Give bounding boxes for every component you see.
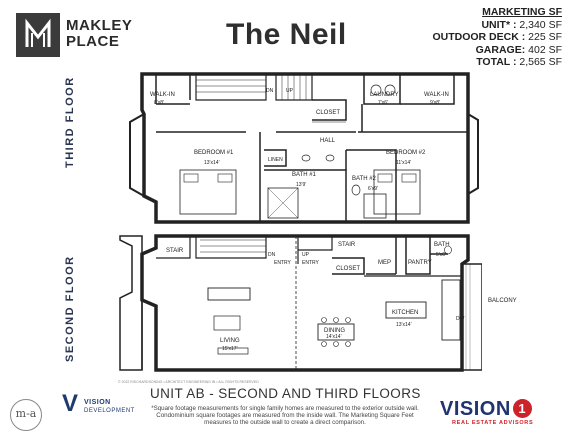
dining-label: DINING <box>324 328 345 334</box>
laundry-dim: 7'x6' <box>378 100 388 106</box>
dining-dim: 14'x14' <box>326 334 342 340</box>
second-floor-label: SECOND FLOOR <box>64 255 76 362</box>
vision-1-icon: 1 <box>512 399 532 418</box>
bedroom1-label: BEDROOM #1 <box>194 150 234 156</box>
pantry-label: PANTRY <box>408 260 432 266</box>
marketing-specs: MARKETING SF UNIT* : 2,340 SF OUTDOOR DE… <box>432 6 562 69</box>
stair-left-label: STAIR <box>166 248 184 254</box>
stair-right-label: STAIR <box>338 242 356 248</box>
entry2-label: ENTRY <box>302 260 320 266</box>
shower2-icon <box>363 193 387 219</box>
spec-row: GARAGE: 402 SF <box>475 43 562 56</box>
kitchen-label: KITCHEN <box>392 310 418 316</box>
ma-logo-icon: m-a <box>10 399 42 431</box>
unit-title: UNIT AB - SECOND AND THIRD FLOORS <box>150 386 421 401</box>
bed-2-icon <box>373 169 421 215</box>
living-dim: 15'x17' <box>222 346 238 352</box>
bath-label: BATH <box>434 242 450 248</box>
bedroom1-dim: 13'x14' <box>204 160 220 166</box>
spec-row: OUTDOOR DECK : 225 SF <box>432 31 562 43</box>
footnote: *Square footage measurements for single … <box>151 405 419 427</box>
dn2-label: DN <box>268 252 276 258</box>
entry-label: ENTRY <box>274 260 292 266</box>
copyright-text: © 2022 RISCHARDSONING • ARCHITECT ENGINE… <box>118 380 259 384</box>
kitchen-dim: 13'x14' <box>396 322 412 328</box>
closet-label: CLOSET <box>316 110 340 116</box>
living-label: LIVING <box>220 338 240 344</box>
dining-table-icon <box>317 323 355 341</box>
walkin-right-dim: 9'x8' <box>430 100 440 106</box>
shower-icon <box>267 187 299 219</box>
vision-development-logo: V VISION DEVELOPMENT <box>62 390 135 417</box>
up-label: UP <box>286 88 294 94</box>
spec-row: UNIT* : 2,340 SF <box>481 18 562 31</box>
walkin-left-dim: 8'x8' <box>154 100 164 106</box>
dw-label: DW <box>456 316 465 322</box>
closet2-label: CLOSET <box>336 266 360 272</box>
specs-header: MARKETING SF <box>482 6 562 18</box>
second-floor-outline <box>140 234 470 372</box>
balcony-text: BALCONY <box>488 298 517 304</box>
mep-label: MEP <box>378 260 391 266</box>
bedroom2-label: BEDROOM #2 <box>386 150 426 156</box>
sofa-icon <box>207 287 251 301</box>
bedroom2-dim: 11'x14' <box>396 160 411 166</box>
dn-label: DN <box>266 88 274 94</box>
floor-plan: WALK-IN 8'x8' DN UP CLOSET LAUNDRY 7'x6'… <box>96 70 482 390</box>
brand-line1: MAKLEY <box>66 17 133 34</box>
brand-line2: PLACE <box>66 33 120 50</box>
bath2-dim: 6'x9' <box>368 186 378 192</box>
bath-dim: 5'x6' <box>436 252 446 258</box>
spec-row: TOTAL : 2,565 SF <box>476 56 562 68</box>
bath2-label: BATH #2 <box>352 176 377 182</box>
vision1-subtitle: REAL ESTATE ADVISORS <box>452 420 534 426</box>
page-title: The Neil <box>226 18 347 51</box>
laundry-label: LAUNDRY <box>370 92 399 98</box>
walkin-left-label: WALK-IN <box>150 92 175 98</box>
v-logo-icon: V <box>62 390 79 417</box>
makley-logo-icon <box>16 13 60 57</box>
bath1-label: BATH #1 <box>292 172 317 178</box>
walkin-right-label: WALK-IN <box>424 92 449 98</box>
third-floor-outline <box>140 72 470 224</box>
bath1-dim: 13'9' <box>296 182 306 188</box>
bed-1-icon <box>179 169 237 215</box>
up2-label: UP <box>302 252 310 258</box>
hall-label: HALL <box>320 138 336 144</box>
linen-label: LINEN <box>268 157 283 163</box>
third-floor-label: THIRD FLOOR <box>64 76 76 168</box>
brand-name: MAKLEY PLACE <box>66 18 132 50</box>
